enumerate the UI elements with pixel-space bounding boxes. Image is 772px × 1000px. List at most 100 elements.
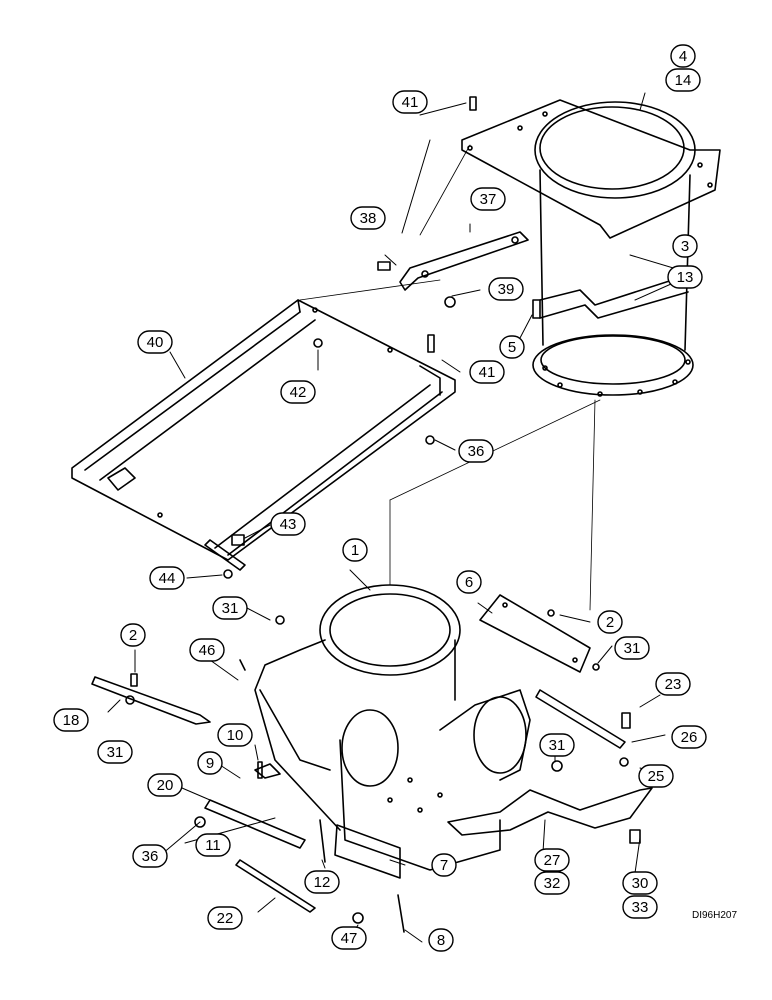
callout-label: 27 — [544, 852, 561, 869]
callout-label: 7 — [440, 857, 448, 874]
callout-bubble — [304, 870, 340, 894]
plate-6 — [479, 594, 591, 673]
callout-bubble — [671, 725, 707, 749]
shield-7 — [334, 824, 401, 879]
callout-c12: 12 — [304, 870, 340, 894]
callout-bubble — [622, 895, 658, 919]
callout-c47: 47 — [331, 926, 367, 950]
callout-c6: 6 — [456, 570, 482, 594]
callout-label: 26 — [681, 729, 698, 746]
callout-bubble — [280, 380, 316, 404]
callout-bubble — [456, 570, 482, 594]
callout-label: 8 — [437, 932, 445, 949]
callout-label: 44 — [159, 570, 176, 587]
callout-bubble — [499, 335, 525, 359]
callout-c13: 13 — [667, 265, 703, 289]
callout-bubble — [97, 740, 133, 764]
callout-label: 41 — [402, 94, 419, 111]
callout-c3: 3 — [672, 234, 698, 258]
callout-label: 6 — [465, 574, 473, 591]
callout-c31d: 31 — [539, 733, 575, 757]
callout-bubble — [667, 265, 703, 289]
callout-c36b: 36 — [132, 844, 168, 868]
bar-22 — [235, 859, 316, 913]
callout-c43: 43 — [270, 512, 306, 536]
callout-label: 1 — [351, 542, 359, 559]
callout-label: 22 — [217, 910, 234, 927]
callout-label: 25 — [648, 768, 665, 785]
callout-label: 33 — [632, 899, 649, 916]
callout-c23: 23 — [655, 672, 691, 696]
callout-c36a: 36 — [458, 439, 494, 463]
callout-bubble — [350, 206, 386, 230]
callout-c5: 5 — [499, 335, 525, 359]
lower-housing-1 — [254, 584, 531, 871]
callout-c31b: 31 — [614, 636, 650, 660]
callout-layer: 1223456789101112131418202223252627303131… — [53, 44, 707, 952]
callout-c31a: 31 — [212, 596, 248, 620]
callout-c33: 33 — [622, 895, 658, 919]
callout-c30: 30 — [622, 871, 658, 895]
callout-label: 31 — [107, 744, 124, 761]
callout-bubble — [342, 538, 368, 562]
strap-18 — [91, 676, 211, 725]
support-frame-40 — [71, 299, 456, 571]
callout-label: 47 — [341, 930, 358, 947]
callout-label: 12 — [314, 874, 331, 891]
callout-c32: 32 — [534, 871, 570, 895]
callout-c1: 1 — [342, 538, 368, 562]
callout-c41a: 41 — [392, 90, 428, 114]
callout-c9: 9 — [197, 751, 223, 775]
callout-c10: 10 — [217, 723, 253, 747]
callout-bubble — [614, 636, 650, 660]
callout-bubble — [458, 439, 494, 463]
callout-bubble — [53, 708, 89, 732]
callout-bubble — [120, 623, 146, 647]
callout-label: 37 — [480, 191, 497, 208]
callout-bubble — [469, 360, 505, 384]
callout-label: 18 — [63, 712, 80, 729]
strap-27 — [447, 787, 653, 836]
callout-bubble — [470, 187, 506, 211]
callout-bubble — [597, 610, 623, 634]
callout-label: 41 — [479, 364, 496, 381]
callout-label: 2 — [129, 627, 137, 644]
callout-bubble — [431, 853, 457, 877]
callout-bubble — [428, 928, 454, 952]
callout-c22: 22 — [207, 906, 243, 930]
callout-label: 43 — [280, 516, 297, 533]
callout-bubble — [539, 733, 575, 757]
callout-bubble — [270, 512, 306, 536]
callout-bubble — [534, 848, 570, 872]
callout-c25: 25 — [638, 764, 674, 788]
callout-c8: 8 — [428, 928, 454, 952]
callout-bubble — [207, 906, 243, 930]
callout-label: 4 — [679, 48, 687, 65]
callout-c7: 7 — [431, 853, 457, 877]
callout-c27: 27 — [534, 848, 570, 872]
callout-label: 42 — [290, 384, 307, 401]
callout-bubble — [197, 751, 223, 775]
callout-bubble — [149, 566, 185, 590]
callout-bubble — [670, 44, 696, 68]
callout-label: 32 — [544, 875, 561, 892]
callout-label: 31 — [549, 737, 566, 754]
callout-bubble — [672, 234, 698, 258]
callout-c39: 39 — [488, 277, 524, 301]
fasteners — [125, 96, 641, 924]
callout-c20: 20 — [147, 773, 183, 797]
callout-bubble — [147, 773, 183, 797]
callout-label: 3 — [681, 238, 689, 255]
callout-c4: 4 — [670, 44, 696, 68]
callout-c2b: 2 — [120, 623, 146, 647]
alignment-lines — [299, 144, 601, 611]
callout-label: 31 — [624, 640, 641, 657]
callout-label: 23 — [665, 676, 682, 693]
callout-label: 13 — [677, 269, 694, 286]
callout-label: 46 — [199, 642, 216, 659]
callout-c42: 42 — [280, 380, 316, 404]
callout-label: 11 — [205, 837, 221, 854]
callout-bubble — [331, 926, 367, 950]
callout-label: 30 — [632, 875, 649, 892]
callout-c46: 46 — [189, 638, 225, 662]
